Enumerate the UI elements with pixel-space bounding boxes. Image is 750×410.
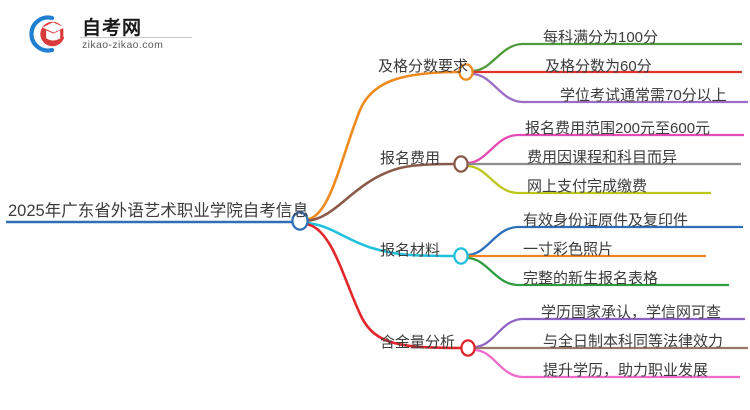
leaf-label-0-0[interactable]: 每科满分为100分 xyxy=(543,29,659,46)
graduation-cap-icon xyxy=(29,15,66,53)
connector-root-branch-2 xyxy=(304,221,456,258)
leaf-label-0-1[interactable]: 及格分数为60分 xyxy=(545,58,652,75)
connector-branch-0-leaf-0 xyxy=(471,42,742,73)
mindmap-node-circle-branch-2[interactable] xyxy=(453,247,469,265)
leaf-label-3-2[interactable]: 提升学历，助力职业发展 xyxy=(543,362,709,379)
logo-divider xyxy=(80,37,192,38)
connector-branch-1-leaf-2 xyxy=(466,164,711,195)
branch-label-0[interactable]: 及格分数要求 xyxy=(378,58,469,75)
connector-root-branch-3 xyxy=(304,222,463,350)
site-logo: 自考网 zikao-zikao.com xyxy=(26,10,196,58)
leaf-label-1-0[interactable]: 报名费用范围200元至600元 xyxy=(525,120,711,137)
leaf-label-2-1[interactable]: 一寸彩色照片 xyxy=(523,241,614,258)
leaf-label-3-0[interactable]: 学历国家承认，学信网可查 xyxy=(541,304,722,321)
leaf-label-2-0[interactable]: 有效身份证原件及复印件 xyxy=(523,212,689,229)
branch-label-1[interactable]: 报名费用 xyxy=(380,150,441,167)
connector-branch-3-leaf-0 xyxy=(473,317,745,349)
connector-branch-2-leaf-0 xyxy=(466,225,743,257)
mindmap-node-circle-root[interactable] xyxy=(291,211,309,231)
mindmap-node-circle-branch-0[interactable] xyxy=(458,63,474,81)
branch-label-2[interactable]: 报名材料 xyxy=(380,242,441,259)
connector-branch-3-leaf-2 xyxy=(473,348,740,379)
connector-root-branch-1 xyxy=(304,162,456,223)
connector-branch-1-leaf-0 xyxy=(466,133,744,165)
logo-url: zikao-zikao.com xyxy=(82,39,164,51)
connector-branch-0-leaf-2 xyxy=(471,72,748,104)
connector-root-branch-0 xyxy=(304,70,461,222)
leaf-label-3-1[interactable]: 与全日制本科同等法律效力 xyxy=(543,333,724,350)
connector-branch-2-leaf-2 xyxy=(466,256,729,287)
root-node-label[interactable]: 2025年广东省外语艺术职业学院自考信息 xyxy=(8,202,309,220)
branch-label-3[interactable]: 含金量分析 xyxy=(380,334,456,351)
logo-name-cn: 自考网 xyxy=(82,18,143,39)
mindmap-node-circle-branch-1[interactable] xyxy=(453,155,469,173)
leaf-label-1-2[interactable]: 网上支付完成缴费 xyxy=(527,178,648,195)
leaf-label-1-1[interactable]: 费用因课程和科目而异 xyxy=(527,149,678,166)
leaf-label-2-2[interactable]: 完整的新生报名表格 xyxy=(523,270,659,287)
mindmap-node-circle-branch-3[interactable] xyxy=(460,339,476,357)
leaf-label-0-2[interactable]: 学位考试通常需70分以上 xyxy=(560,87,727,104)
